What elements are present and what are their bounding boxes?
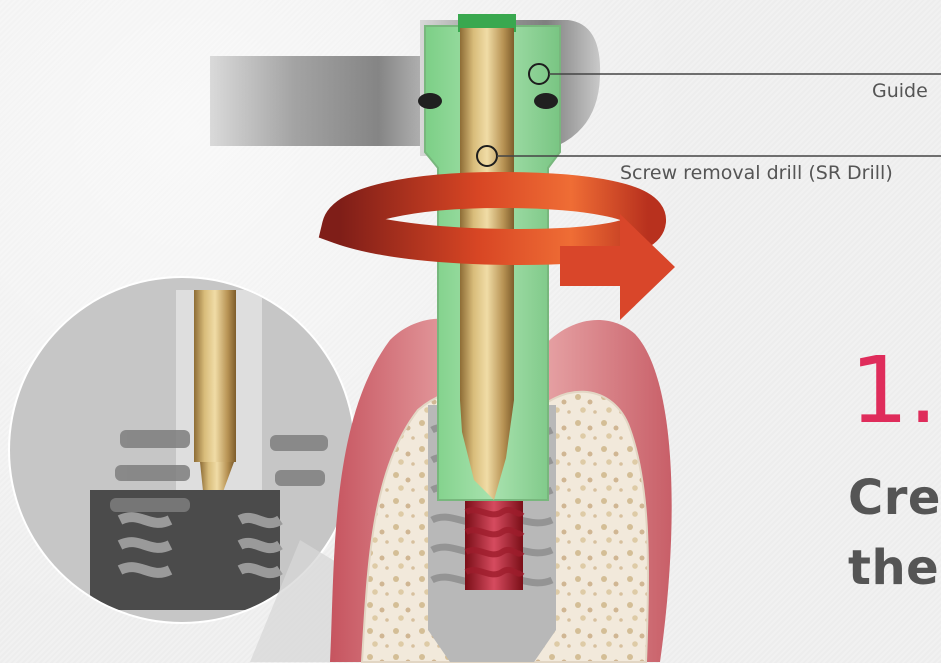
o-ring-right <box>534 93 558 109</box>
drill-shaft <box>460 28 514 400</box>
step-title-line-1: Crea <box>848 470 941 526</box>
drill-label: Screw removal drill (SR Drill) <box>620 162 893 184</box>
step-title-line-2: the <box>848 540 939 596</box>
o-ring-left <box>418 93 442 109</box>
guide-label: Guide <box>872 80 928 102</box>
handpiece-arm <box>210 56 450 146</box>
step-number: 1. <box>850 345 938 437</box>
